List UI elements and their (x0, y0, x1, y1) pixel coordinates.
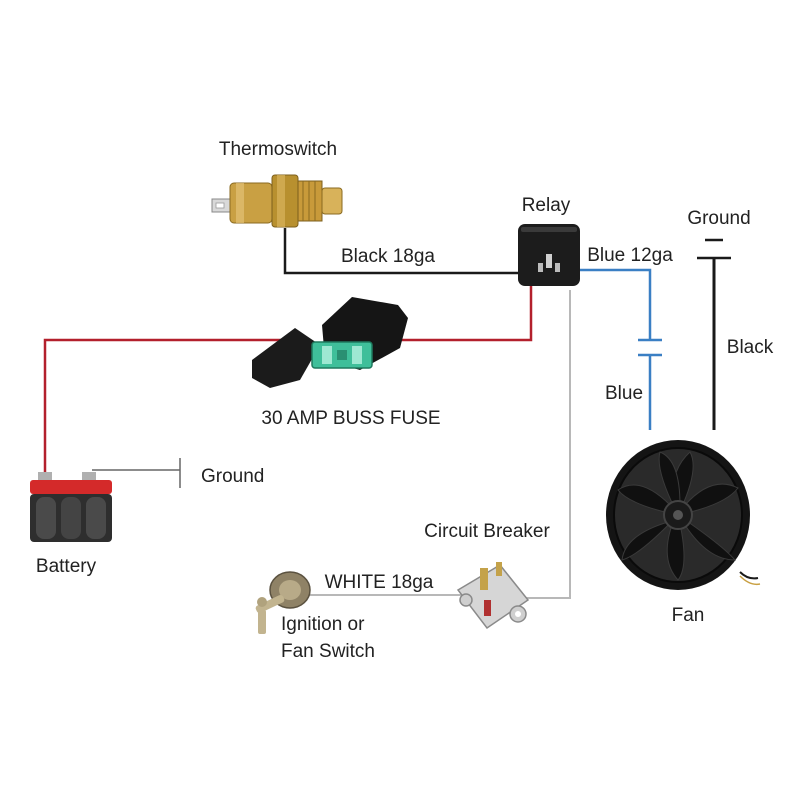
circuit-breaker-icon (456, 562, 530, 630)
ground-top-label: Ground (687, 208, 750, 229)
red-wire-battery-to-fuse (43, 338, 290, 480)
relay-label: Relay (522, 195, 571, 216)
black-label: Black (727, 337, 774, 358)
ignition-label-line2: Fan Switch (281, 641, 375, 662)
battery-label: Battery (36, 556, 97, 577)
ground-battery-label: Ground (201, 466, 264, 487)
black-18ga-wire (283, 228, 520, 275)
white-18ga-label: WHITE 18ga (325, 572, 434, 593)
thermoswitch-icon (211, 174, 343, 228)
thermoswitch-label: Thermoswitch (219, 139, 337, 160)
ignition-switch-icon (255, 571, 311, 634)
fuse-label: 30 AMP BUSS FUSE (261, 408, 440, 429)
red-wire-fuse-to-relay (395, 285, 533, 342)
battery-icon (30, 472, 112, 542)
blue-12ga-wire (578, 268, 652, 340)
fan-icon (606, 440, 761, 590)
ignition-label-line1: Ignition or (281, 614, 365, 635)
blue-label: Blue (605, 383, 643, 404)
circuit-breaker-label: Circuit Breaker (424, 521, 550, 542)
fan-label: Fan (672, 605, 705, 626)
relay-icon (518, 224, 580, 286)
fuse-holder-icon (252, 297, 408, 388)
blue-12ga-label: Blue 12ga (587, 245, 673, 266)
white-wire-relay-to-breaker (518, 290, 571, 599)
black-18ga-label: Black 18ga (341, 246, 435, 267)
